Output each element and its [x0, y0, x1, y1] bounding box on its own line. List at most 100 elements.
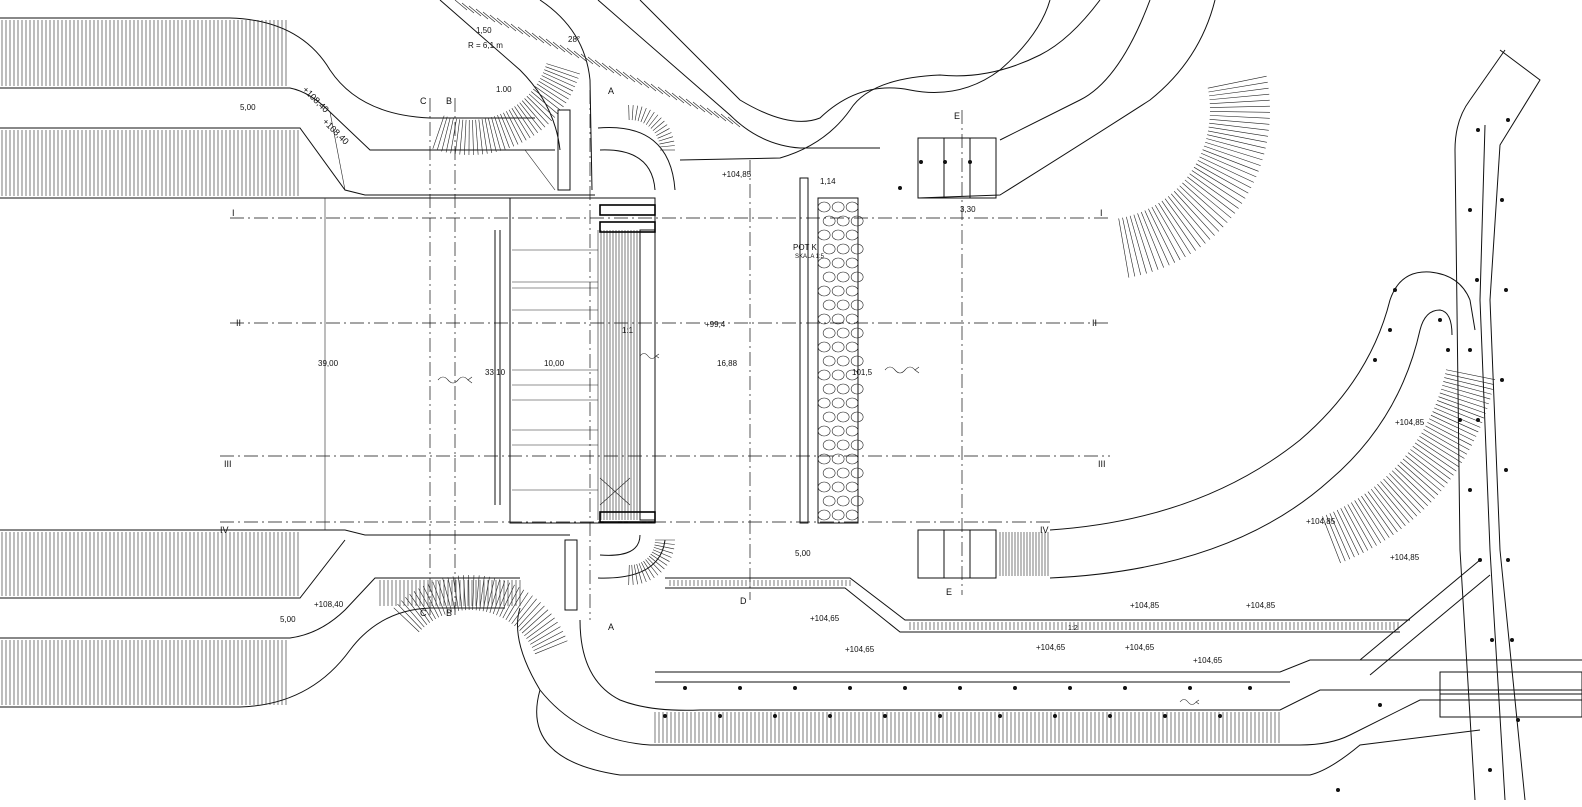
slope-stroke [640, 107, 647, 123]
slope-stroke [1419, 435, 1462, 464]
slope-stroke [653, 547, 674, 554]
slope-stroke [1389, 473, 1425, 510]
slope-stroke [720, 113, 734, 125]
survey-marker [1108, 714, 1112, 718]
slope-stroke [545, 66, 579, 79]
label-dim-5-00-mid: 5,00 [795, 549, 811, 558]
stone [850, 495, 864, 507]
slope-stroke [478, 119, 484, 155]
slope-stroke [1209, 111, 1270, 113]
slope-stroke [1421, 432, 1465, 459]
slope-stroke [651, 551, 670, 562]
slope-stroke [1206, 138, 1265, 155]
slope-stroke [450, 118, 457, 154]
slope-stroke [1203, 145, 1261, 166]
stone [836, 327, 850, 339]
slope-stroke [645, 559, 659, 576]
survey-marker [1378, 703, 1382, 707]
slope-stroke [1187, 176, 1236, 214]
slope-stroke [654, 542, 675, 545]
slope-stroke [594, 59, 608, 71]
slope-stroke [479, 575, 485, 611]
stone [850, 355, 864, 367]
slope-stroke [1427, 422, 1472, 446]
slope-stroke [432, 581, 446, 615]
survey-marker [958, 686, 962, 690]
slope-stroke [534, 640, 568, 655]
slope-stroke [1158, 202, 1191, 255]
slope-stroke [441, 117, 451, 152]
slope-stroke [664, 89, 678, 101]
stone [822, 215, 836, 227]
left-top-embankment [0, 17, 595, 199]
label-scale: SKALA 1:5 [795, 254, 825, 260]
stone [822, 327, 836, 339]
slope-stroke [1430, 414, 1477, 437]
slope-stroke [699, 104, 713, 116]
slope-stroke [657, 132, 672, 139]
slope-stroke [1167, 196, 1206, 244]
stone [822, 467, 836, 479]
survey-marker [1500, 378, 1504, 382]
slope-stroke [615, 68, 629, 80]
slope-stroke [516, 104, 539, 134]
stone [822, 355, 836, 367]
label-angle: 28° [568, 35, 580, 44]
slope-stroke [481, 119, 488, 154]
slope-stroke [727, 116, 741, 128]
slope-stroke [631, 564, 634, 585]
stone [831, 313, 845, 325]
stone [822, 411, 836, 423]
slope-stroke [622, 71, 636, 83]
stone [836, 411, 850, 423]
slope-stroke [1391, 470, 1428, 507]
slope-stroke [526, 617, 555, 639]
section-marker-iii-left: III [224, 459, 232, 469]
survey-marker [1476, 128, 1480, 132]
survey-marker [998, 714, 1002, 718]
label-elev-104-65-c: +104,65 [1036, 643, 1066, 652]
stone [817, 397, 831, 409]
slope-stroke [1208, 126, 1268, 137]
stone [817, 425, 831, 437]
label-elev-104-85-b1: +104,85 [1130, 601, 1160, 610]
slope-stroke [499, 584, 515, 617]
slope-stroke [503, 112, 519, 145]
section-marker-iv-left: IV [220, 525, 229, 535]
slope-stroke [1444, 377, 1493, 390]
stone [831, 257, 845, 269]
slope-stroke [1176, 188, 1220, 232]
stone [817, 313, 831, 325]
survey-marker [1373, 358, 1377, 362]
slope-stroke [508, 592, 529, 622]
slope-stroke [1445, 373, 1495, 385]
label-elev-104-85-r3: +104,85 [1390, 553, 1420, 562]
slope-stroke [484, 118, 493, 153]
label-dim-33-10: 33,10 [485, 368, 506, 377]
slope-stroke [706, 107, 720, 119]
slope-stroke [1439, 392, 1488, 409]
survey-marker [1218, 714, 1222, 718]
section-marker-d: D [740, 596, 747, 606]
slope-stroke [1209, 93, 1270, 101]
flow-arrows [437, 353, 1200, 705]
slope-stroke [534, 86, 564, 108]
slope-stroke [1386, 476, 1421, 513]
stone [836, 467, 850, 479]
slope-stroke [418, 588, 436, 620]
survey-marker [938, 714, 942, 718]
label-elev-101-5: 101,5 [852, 368, 873, 377]
stone [845, 481, 859, 493]
slope-stroke [517, 26, 531, 38]
slope-stroke [545, 38, 559, 50]
slope-stroke [1438, 396, 1486, 414]
slope-stroke [1209, 118, 1270, 125]
stone [850, 243, 864, 255]
slope-stroke [1400, 461, 1439, 496]
stone [817, 201, 831, 213]
slope-stroke [559, 44, 573, 56]
slope-stroke [633, 564, 638, 585]
slope-stroke [659, 145, 675, 148]
slope-stroke [510, 23, 524, 35]
slope-stroke [1357, 498, 1386, 541]
